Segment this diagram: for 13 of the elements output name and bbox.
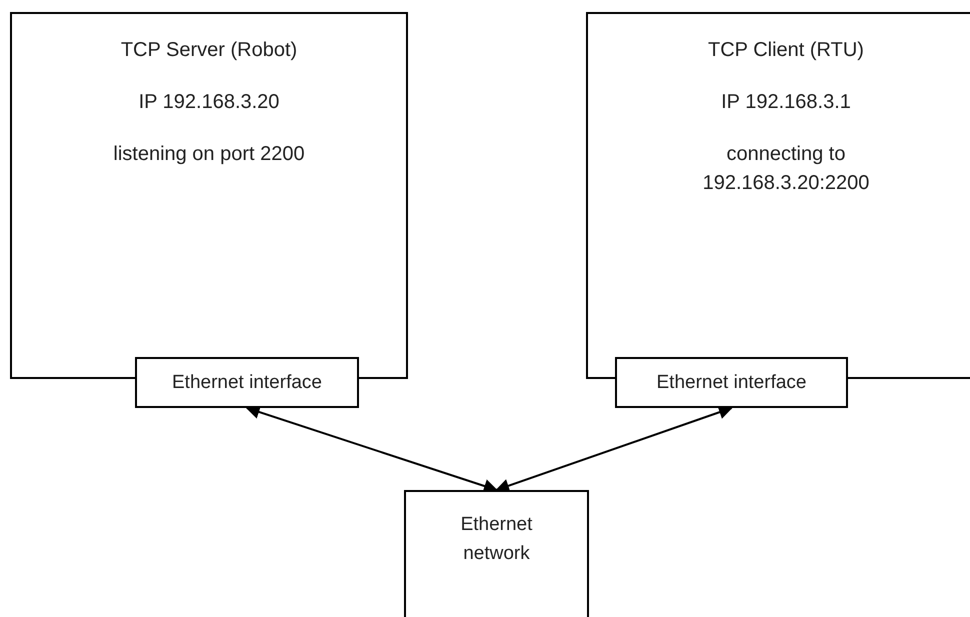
box-text: IP 192.168.3.20 bbox=[138, 90, 280, 115]
double-arrow bbox=[495, 406, 733, 492]
box-text: IP 192.168.3.1 bbox=[720, 90, 852, 115]
network-box bbox=[404, 490, 589, 617]
interface-box bbox=[615, 357, 848, 408]
box-text: listening on port 2200 bbox=[112, 142, 306, 167]
interface-box bbox=[135, 357, 359, 408]
box-label: Ethernet interface bbox=[656, 372, 806, 394]
box-label: Ethernet network bbox=[460, 513, 534, 566]
box-text: connecting to 192.168.3.20:2200 bbox=[702, 142, 870, 196]
box-text: TCP Server (Robot) bbox=[120, 38, 298, 63]
box-text: TCP Client (RTU) bbox=[707, 38, 865, 63]
box-label: Ethernet interface bbox=[172, 372, 322, 394]
